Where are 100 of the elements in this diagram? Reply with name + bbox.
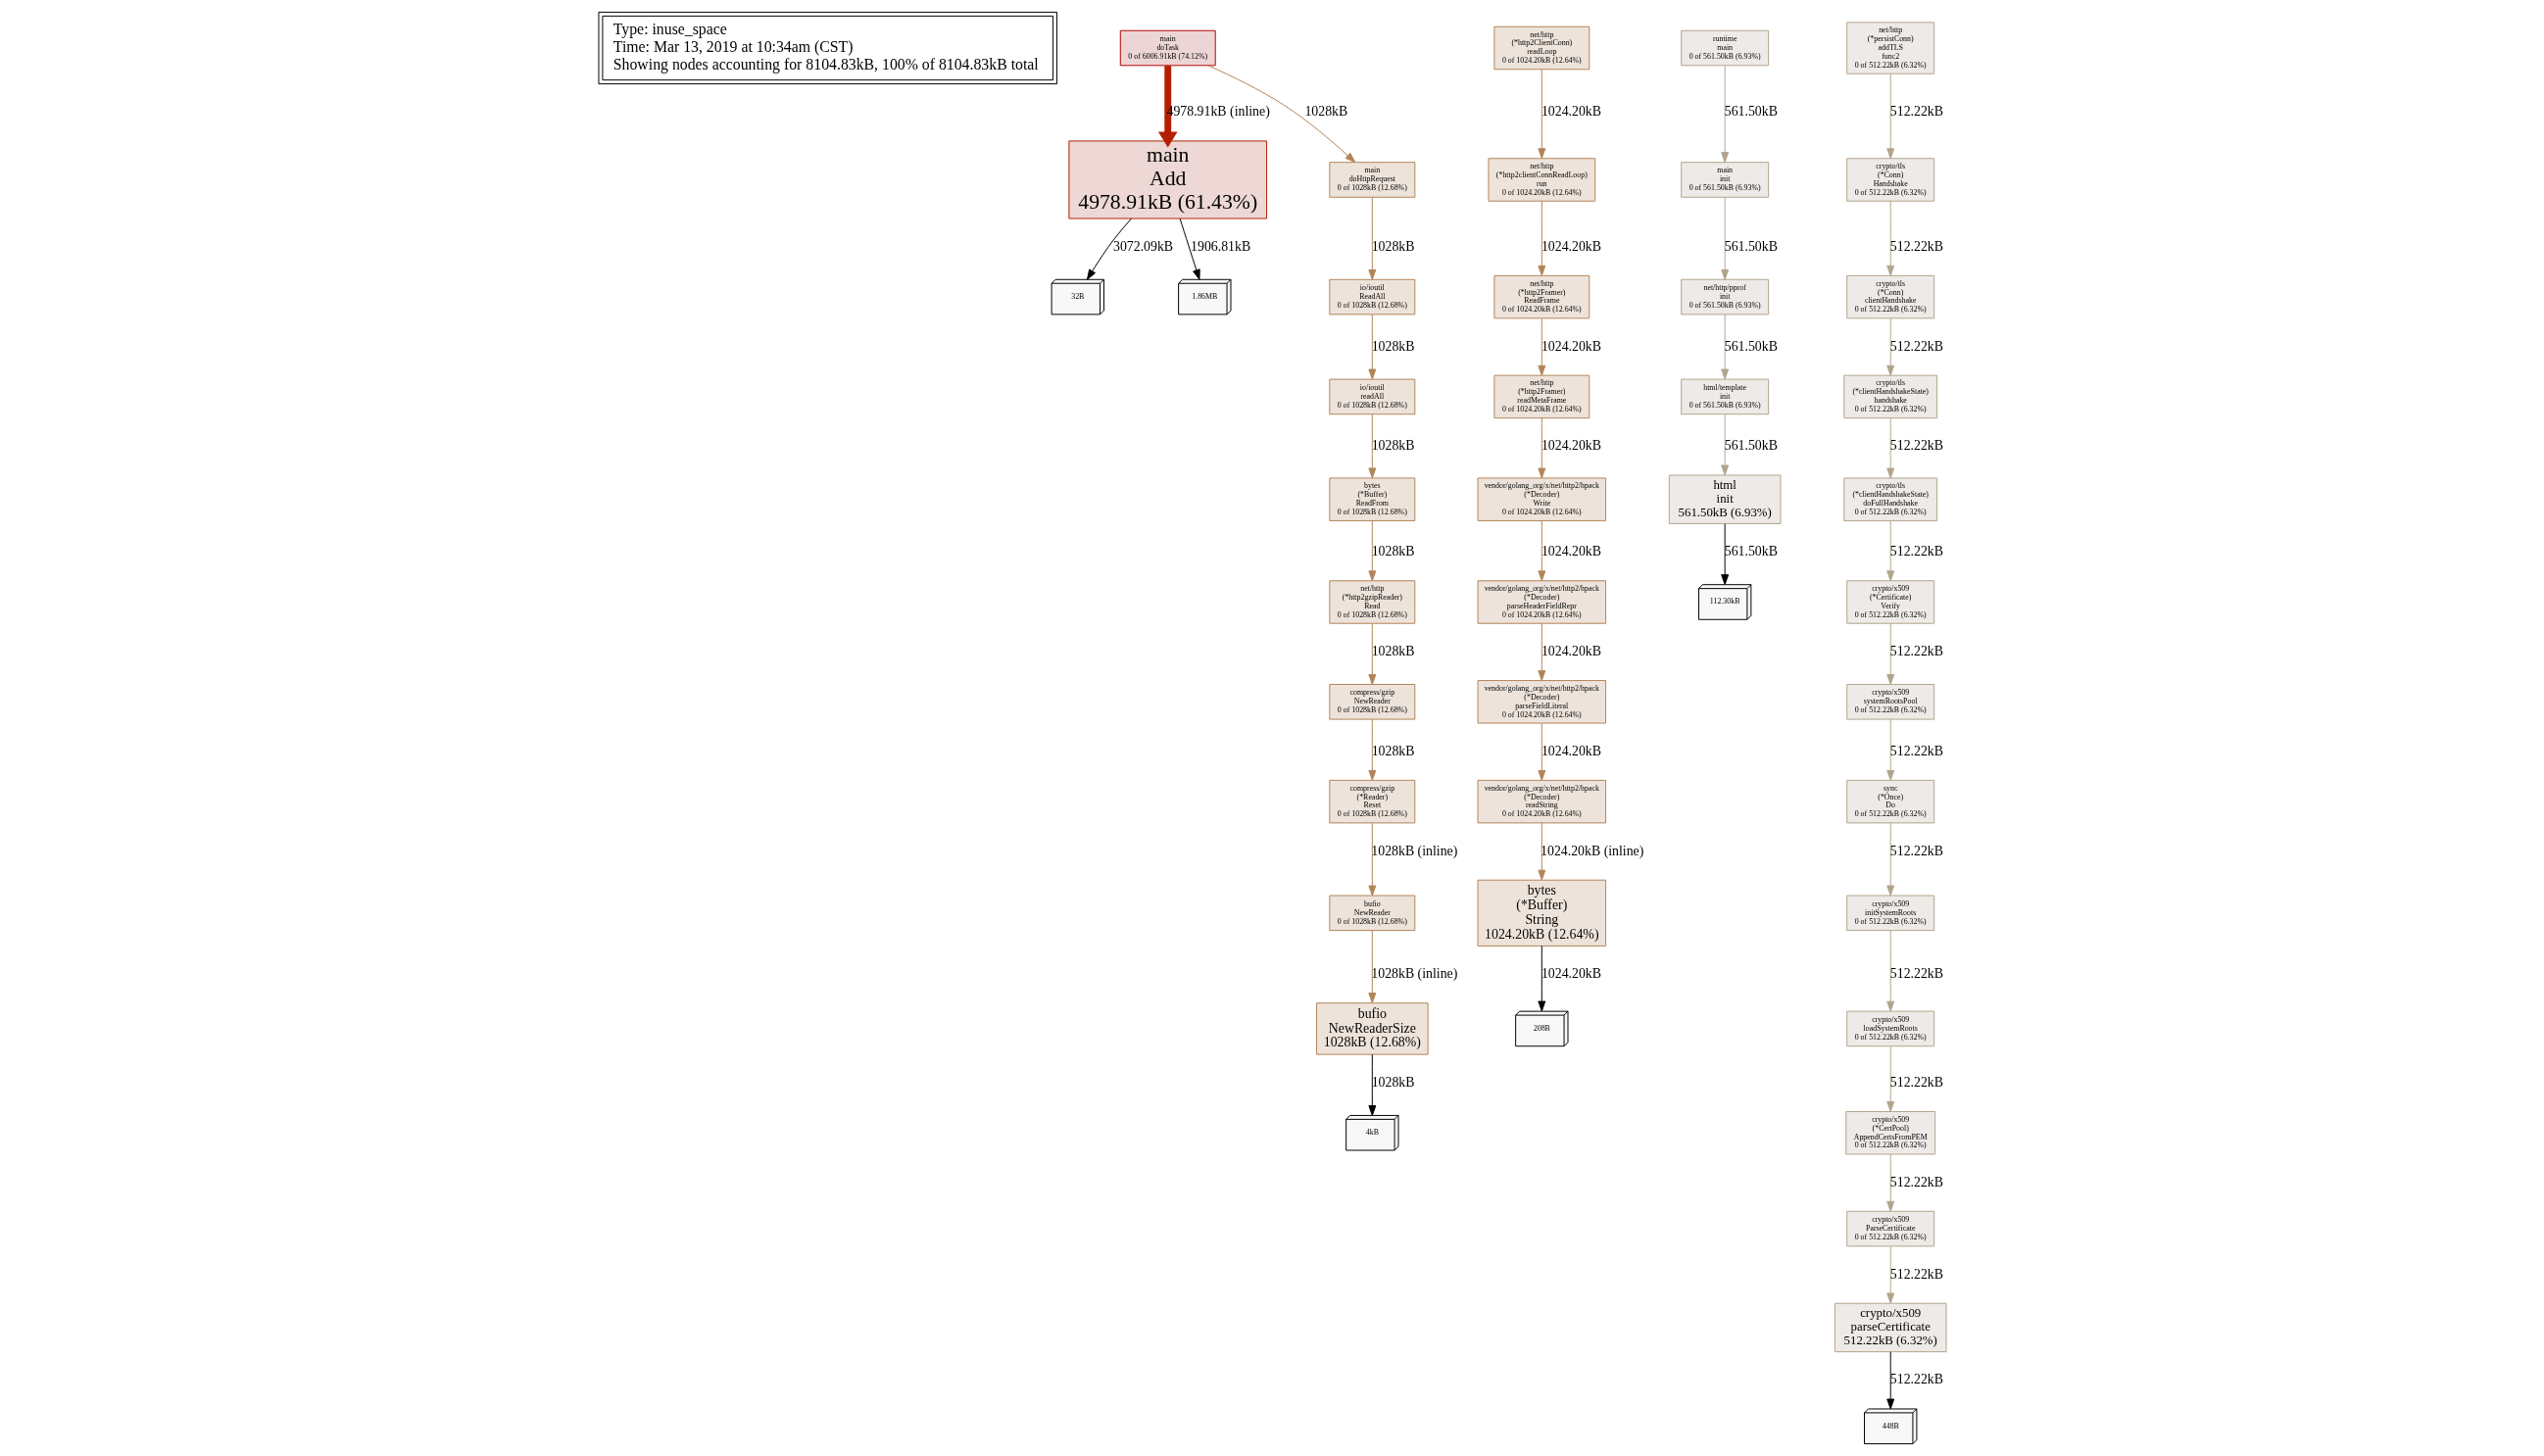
arrow (1367, 930, 1376, 1003)
edge-label: 512.22kB (1889, 338, 1943, 354)
node-box: crypto/tls (*clientHandshakeState) doFullHandshake 0 of 512.22kB (6.32%) (1842, 477, 1937, 521)
node-box: vendor/golang_org/x/net/http2/hpack (*Decoder) readString 0 of 1024.20kB (12.64%) (1477, 779, 1606, 824)
arrow (1885, 1153, 1894, 1212)
edge-label: 512.22kB (1889, 644, 1943, 659)
node-box: html/template init 0 of 561.50kB (6.93%) (1680, 378, 1769, 415)
edge-label: 561.50kB (1724, 104, 1778, 120)
arrow (1720, 413, 1729, 476)
edge-label: 561.50kB (1724, 438, 1778, 454)
arrow (1367, 822, 1376, 897)
arrow (1885, 520, 1894, 582)
node-box: crypto/tls (*clientHandshakeState) handshake 0 of 512.22kB (6.32%) (1842, 374, 1937, 419)
edge-label: 1024.20kB (1541, 644, 1601, 659)
node-box: bytes (*Buffer) String 1024.20kB (12.64%) (1477, 879, 1606, 946)
node-box: bufio NewReaderSize 1028kB (12.68%) (1315, 1002, 1429, 1055)
node-box: compress/gzip (*Reader) Reset 0 of 1028kB (12.68%) (1328, 779, 1415, 824)
arrow (1537, 722, 1545, 781)
arrow (1885, 417, 1894, 479)
arrow (1367, 196, 1376, 280)
arrow (1885, 200, 1894, 276)
node-box: net/http (*persistConn) addTLS func2 0 of 512.22kB (6.32%) (1845, 22, 1934, 74)
node-box: main doTask 0 of 6006.91kB (74.12%) (1119, 29, 1216, 67)
edge-label: 1028kB (inline) (1370, 843, 1457, 858)
node-box: io/ioutil ReadAll 0 of 1028kB (12.68%) (1328, 278, 1415, 315)
arrow (1720, 523, 1729, 585)
edge-label: 512.22kB (1889, 1074, 1943, 1090)
edge-label: 1024.20kB (1541, 238, 1601, 254)
edge-label: 1028kB (1371, 438, 1414, 454)
node-box: main Add 4978.91kB (61.43%) (1067, 140, 1267, 219)
edge-label: 1028kB (1303, 104, 1347, 120)
edge-label: 1028kB (1371, 238, 1414, 254)
edge-label: 1024.20kB (1541, 104, 1601, 120)
arrow (1367, 1053, 1376, 1116)
arrow (1885, 623, 1894, 685)
node-box: net/http (*http2gzipReader) Read 0 of 1028kB (12.68%) (1328, 580, 1415, 624)
arrow (1367, 718, 1376, 781)
arrow (1885, 1351, 1894, 1410)
arrow (1537, 317, 1545, 376)
edge-label: 512.22kB (1889, 966, 1943, 982)
arrow (1367, 314, 1376, 380)
arrow (1537, 69, 1545, 160)
node-box: crypto/x509 ParseCertificate 0 of 512.22kB (6.32%) (1845, 1210, 1934, 1247)
node-box: vendor/golang_org/x/net/http2/hpack (*Decoder) Write 0 of 1024.20kB (12.64%) (1477, 477, 1606, 521)
edge-label: 1028kB (inline) (1370, 966, 1457, 982)
edge-label: 1906.81kB (1190, 238, 1250, 254)
edge-label: 561.50kB (1724, 338, 1778, 354)
arrow (1537, 822, 1545, 881)
arrow (1086, 218, 1132, 280)
arrow (1206, 65, 1355, 164)
node-box: crypto/tls (*Conn) clientHandshake 0 of 512.22kB (6.32%) (1845, 274, 1934, 319)
edge-label: 1024.20kB (1541, 966, 1601, 982)
edge-label: 1028kB (1371, 1074, 1414, 1090)
edge-label: 1024.20kB (1541, 544, 1601, 559)
arrow (1720, 314, 1729, 380)
arrow (1885, 930, 1894, 1012)
node-box: io/ioutil readAll 0 of 1028kB (12.68%) (1328, 378, 1415, 415)
node-box: runtime main 0 of 561.50kB (6.93%) (1680, 29, 1769, 67)
arrow (1367, 623, 1376, 685)
node-box: bytes (*Buffer) ReadFrom 0 of 1028kB (12.68%) (1328, 477, 1415, 521)
edge-label: 512.22kB (1889, 743, 1943, 758)
edge-label: 3072.09kB (1112, 238, 1173, 254)
node-box: Type: inuse_space Time: Mar 13, 2019 at 10:34am (CST) Showing nodes accounting for 8104.83kB, 100% of 8104.83kB total (597, 11, 1057, 85)
node-box: html init 561.50kB (6.93%) (1668, 474, 1781, 524)
edge-label: 1024.20kB (1541, 743, 1601, 758)
node-box: crypto/x509 loadSystemRoots 0 of 512.22kB (6.32%) (1845, 1010, 1934, 1047)
edge-label: 1024.20kB (inline) (1540, 843, 1643, 858)
arrow (1720, 196, 1729, 280)
edge-label: 512.22kB (1889, 843, 1943, 858)
edge-label: 512.22kB (1889, 438, 1943, 454)
node-box: sync (*Once) Do 0 of 512.22kB (6.32%) (1845, 779, 1934, 824)
arrow (1367, 520, 1376, 582)
edge-label: 512.22kB (1889, 238, 1943, 254)
node-box: crypto/tls (*Conn) Handshake 0 of 512.22kB (6.32%) (1845, 158, 1934, 202)
node-box: crypto/x509 initSystemRoots 0 of 512.22kB (6.32%) (1845, 895, 1934, 932)
arrow (1157, 66, 1178, 148)
edge-label: 1028kB (1371, 338, 1414, 354)
edge-label: 1024.20kB (1541, 438, 1601, 454)
node-box: main init 0 of 561.50kB (6.93%) (1680, 162, 1769, 198)
edge-label: 1024.20kB (1541, 338, 1601, 354)
node-box: vendor/golang_org/x/net/http2/hpack (*Decoder) parseHeaderFieldRepr 0 of 1024.20kB (12.64%) (1477, 580, 1606, 624)
node-box: net/http (*http2Framer) readMetaFrame 0 of 1024.20kB (12.64%) (1492, 374, 1590, 419)
arrow (1179, 218, 1200, 280)
arrow (1885, 1245, 1894, 1304)
edge-label: 561.50kB (1724, 238, 1778, 254)
arrow (1720, 65, 1729, 163)
node-box: main doHttpRequest 0 of 1028kB (12.68%) (1328, 162, 1415, 198)
edge-label: 1028kB (1371, 544, 1414, 559)
node-box: net/http (*http2Framer) ReadFrame 0 of 1024.20kB (12.64%) (1492, 274, 1590, 319)
arrow (1537, 200, 1545, 276)
node-box: vendor/golang_org/x/net/http2/hpack (*Decoder) parseFieldLiteral 0 of 1024.20kB (12.64%) (1477, 680, 1606, 724)
edge-label: 1028kB (1371, 743, 1414, 758)
node-box: crypto/x509 (*CertPool) AppendCertsFromPEM 0 of 512.22kB (6.32%) (1844, 1110, 1935, 1155)
edge-label: 512.22kB (1889, 104, 1943, 120)
node-box: net/http/pprof init 0 of 561.50kB (6.93%) (1680, 278, 1769, 315)
arrow (1367, 413, 1376, 479)
arrow (1885, 718, 1894, 781)
node-box: compress/gzip NewReader 0 of 1028kB (12.68%) (1328, 684, 1415, 720)
arrow (1885, 73, 1894, 160)
arrow (1885, 822, 1894, 897)
